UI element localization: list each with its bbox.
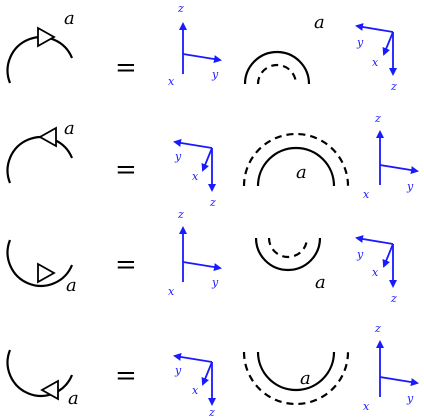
row-2-frame-b-y-label: y [406, 180, 414, 193]
row-3-frame-a: z x y [168, 208, 222, 298]
row-2-left-arc [6, 136, 74, 184]
row-2-left-label: a [64, 118, 75, 139]
row-2: a = y x z a z x y [6, 112, 419, 209]
row-4-frame-b: z x y [363, 322, 419, 413]
row-3-rhs-label: a [315, 272, 326, 293]
row-4-frame-a-x-label: x [192, 384, 199, 397]
row-2-frame-a-y-label: y [174, 150, 182, 163]
row-3-rhs-solid-arc [254, 237, 322, 272]
row-1-frame-b-x-label: x [372, 56, 379, 69]
row-1-left-arc [6, 36, 74, 84]
row-3-frame-a-y-label: y [211, 276, 219, 289]
row-1-frame-b: y x z [355, 23, 397, 93]
row-2-rhs-label: a [296, 162, 307, 183]
row-1: a = z x y a y x z [6, 2, 397, 93]
row-4-equals: = [115, 361, 137, 391]
row-3-right-triangle-icon [37, 262, 56, 284]
row-1-frame-b-z-label: z [390, 80, 397, 93]
row-3-frame-b-y-label: y [356, 248, 364, 261]
row-2-frame-b-x-label: x [363, 188, 370, 201]
row-1-frame-a-z-label: z [177, 2, 184, 15]
row-2-frame-b-z-label: z [374, 112, 381, 125]
row-3-left-arc [6, 239, 74, 287]
row-2-left-triangle-icon [38, 126, 57, 148]
row-4-left-triangle-icon [40, 379, 59, 401]
row-4-frame-a-z-label: z [208, 406, 215, 418]
row-1-rhs-label: a [314, 12, 325, 33]
row-1-frame-a-y-label: y [211, 68, 219, 81]
row-4-left-label: a [68, 388, 79, 409]
row-2-frame-a-x-label: x [192, 170, 199, 183]
row-2-frame-a: y x z [173, 139, 216, 209]
row-1-right-triangle-icon [37, 26, 56, 48]
row-3-frame-b-z-label: z [390, 292, 397, 305]
row-2-frame-a-z-label: z [209, 196, 216, 209]
row-4-rhs-label: a [300, 368, 311, 389]
row-1-frame-a: z x y [168, 2, 222, 88]
row-4-frame-b-x-label: x [363, 400, 370, 413]
row-4-rhs-solid-arc [256, 351, 336, 392]
row-1-frame-a-x-label: x [168, 75, 175, 88]
row-1-frame-b-y-label: y [356, 36, 364, 49]
row-3-rhs-dashed-arc [267, 237, 309, 259]
row-3-left-label: a [66, 275, 77, 296]
row-4-frame-b-z-label: z [374, 322, 381, 335]
row-2-frame-b: z x y [363, 112, 419, 201]
row-3-frame-a-x-label: x [168, 285, 175, 298]
row-2-equals: = [115, 155, 137, 185]
row-1-left-label: a [64, 8, 75, 29]
row-2-rhs-solid-arc [256, 146, 336, 187]
row-1-rhs-solid-arc [243, 50, 311, 85]
row-3-equals: = [115, 250, 137, 280]
row-4-frame-a: y x z [173, 353, 216, 418]
row-4-left-arc [6, 349, 74, 397]
row-4-frame-a-y-label: y [174, 364, 182, 377]
row-1-equals: = [115, 53, 137, 83]
row-4-frame-b-y-label: y [406, 392, 414, 405]
row-4: a = y x z a z x y [6, 322, 419, 418]
row-3-frame-b-x-label: x [372, 266, 379, 279]
row-3-frame-b: y x z [355, 235, 397, 305]
row-3: a = z x y a y x z [6, 208, 397, 305]
row-3-frame-a-z-label: z [177, 208, 184, 221]
row-1-rhs-dashed-arc [256, 63, 298, 85]
